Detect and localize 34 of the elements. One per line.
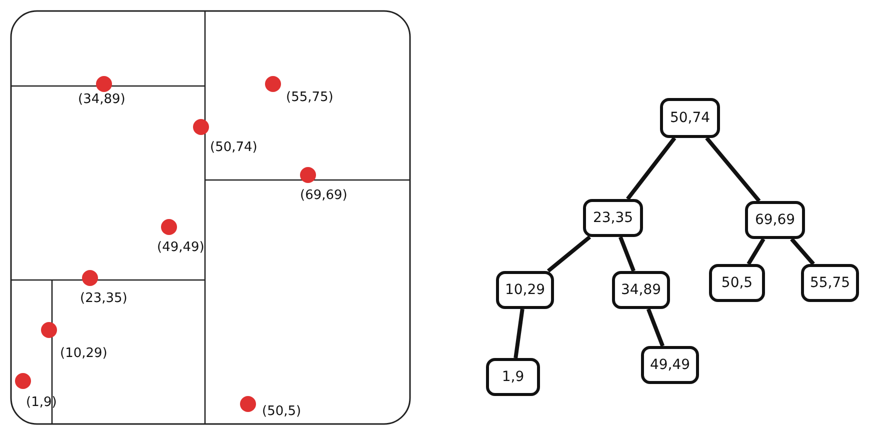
coordinate-label: (23,35) [80,291,128,307]
coordinate-label: (49,49) [157,240,204,256]
node-label: 1,9 [502,369,524,385]
tree-edge [790,238,815,266]
tree-edge [705,136,761,202]
node-label: 23,35 [592,210,634,226]
tree-edge [618,236,636,272]
node-label: 49,49 [650,357,690,373]
node-label: 50,5 [721,275,753,291]
tree-node-box [612,271,670,309]
tree-node-box [583,199,643,237]
tree-edge [626,136,676,200]
tree-node-box [709,264,765,302]
node-label: 10,29 [504,282,546,298]
tree-node-box [745,201,805,239]
tree-node-box [641,346,699,384]
coordinate-label: (50,5) [262,404,302,420]
node-label: 55,75 [810,275,850,291]
coordinate-label: (69,69) [300,188,348,204]
node-label: 34,89 [620,282,662,298]
tree-edge [546,235,592,273]
tree-edge [514,308,524,358]
coordinate-label: (50,74) [210,140,258,156]
tree-edge [746,238,766,266]
node-label: 50,74 [670,110,710,126]
tree-edge [646,308,665,347]
coordinate-label: (55,75) [286,90,334,106]
tree-node-box [660,98,720,138]
tree-node-box [486,358,540,396]
node-label: 69,69 [754,212,796,228]
tree-node-box [801,264,859,302]
tree-node-box [496,271,554,309]
coordinate-label: (10,29) [60,346,108,362]
coordinate-label: (34,89) [78,92,126,108]
